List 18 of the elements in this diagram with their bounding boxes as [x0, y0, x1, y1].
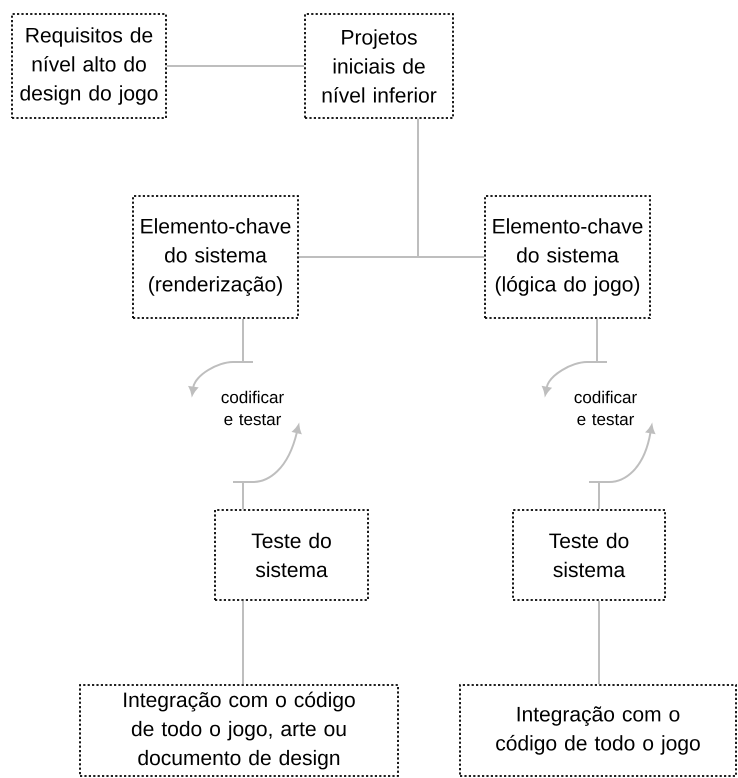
cycle-label: codificar e testar [222, 390, 284, 426]
connector [242, 600, 244, 684]
connector [598, 600, 600, 684]
cycle-label: codificar e testar [574, 390, 637, 426]
connector [417, 118, 484, 258]
connector [542, 318, 608, 396]
dotted-box: Elemento-chave do sistema (lógica do jogo) [484, 195, 651, 319]
connector [588, 424, 655, 510]
connector [232, 424, 302, 510]
dotted-box: Projetos iniciais de nível inferior [304, 13, 454, 119]
dotted-box: Elemento-chave do sistema (renderização) [132, 195, 299, 319]
dotted-box: Teste do sistema [512, 509, 666, 601]
dotted-box: Integração com o código de todo o jogo, arte ou documento de design [79, 684, 399, 777]
connector [166, 65, 304, 67]
dotted-box: Integração com o código de todo o jogo [459, 684, 737, 777]
dotted-box: Teste do sistema [214, 509, 369, 601]
dotted-box: Requisitos de nível alto do design do jogo [11, 13, 167, 119]
connector [188, 318, 254, 396]
